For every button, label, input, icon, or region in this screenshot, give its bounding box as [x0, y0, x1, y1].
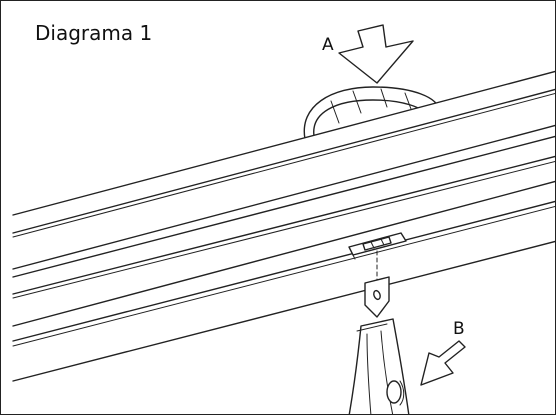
tab-piece [364, 276, 390, 318]
arrow-b [420, 340, 466, 386]
arrow-a [338, 24, 414, 84]
diagram-title: Diagrama 1 [35, 21, 153, 45]
clip-slot [348, 232, 407, 260]
label-b: B [453, 319, 465, 339]
pliers-tool [348, 318, 410, 414]
rail-body [12, 70, 555, 382]
label-a: A [322, 35, 334, 55]
